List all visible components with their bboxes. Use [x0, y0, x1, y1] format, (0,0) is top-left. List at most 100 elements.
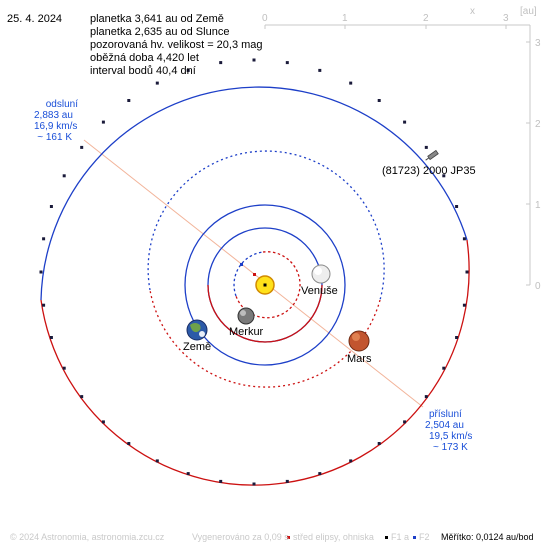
asteroid-position-tick — [403, 120, 407, 124]
y-tick-label-3: 3 — [535, 38, 541, 49]
asteroid-position-tick — [285, 479, 289, 483]
perihelion-distance: 2,504 au — [425, 420, 464, 431]
asteroid-position-tick — [442, 174, 446, 178]
asteroid-position-tick — [219, 61, 223, 65]
perihelion-title: přísluní — [429, 409, 462, 420]
asteroid-position-tick — [49, 336, 53, 339]
asteroid-position-tick — [377, 99, 381, 102]
asteroid-position-tick — [349, 459, 353, 463]
info-point-interval: interval bodů 40,4 dní — [90, 65, 196, 77]
asteroid-position-tick — [186, 68, 190, 72]
planet-orbits — [147, 150, 385, 388]
footer-legend-f2: F2 — [419, 532, 430, 542]
sun — [255, 275, 275, 295]
asteroid-position-tick — [101, 420, 105, 424]
asteroid-position-tick — [424, 395, 428, 399]
mars-label: Mars — [347, 353, 372, 365]
perihelion-temp: ~ 173 K — [433, 442, 468, 453]
asteroid-orbit — [40, 86, 470, 486]
mars-orbit-south — [149, 289, 381, 388]
earth-label: Země — [183, 341, 212, 353]
earth-land — [190, 323, 201, 333]
earth-cloud — [199, 331, 205, 337]
mercury-orbit-near — [233, 251, 264, 297]
ellipse-center-marker — [253, 273, 256, 276]
asteroid-orbit-north — [40, 86, 468, 301]
venus-body — [311, 264, 331, 284]
aphelion-distance: 2,883 au — [34, 110, 73, 121]
asteroid-orbit-south — [40, 239, 470, 486]
date-label: 25. 4. 2024 — [7, 13, 63, 25]
info-magnitude: pozorovaná hv. velikost = 20,3 mag — [90, 39, 263, 51]
footer-copyright: © 2024 Astronomia, astronomia.zcu.cz — [10, 532, 165, 542]
asteroid-position-tick — [80, 395, 84, 399]
mercury-highlight — [240, 310, 246, 316]
legend-f2-dot — [413, 536, 416, 539]
asteroid-position-tick — [101, 120, 105, 124]
asteroid-position-tick — [455, 336, 459, 339]
venus-highlight — [314, 267, 322, 275]
mars-body — [348, 330, 370, 352]
asteroid-position-tick — [462, 237, 466, 241]
asteroid-position-tick — [285, 61, 289, 65]
axes — [264, 24, 531, 286]
planet-earth — [186, 319, 208, 341]
asteroid-trail — [425, 157, 430, 161]
info-distance-earth: planetka 3,641 au od Země — [90, 13, 224, 25]
aphelion-title: odsluní — [45, 99, 78, 110]
mercury-label: Merkur — [229, 326, 264, 338]
asteroid-position-tick — [155, 459, 159, 463]
footer-legend-markers — [287, 536, 416, 539]
x-tick-label-0: 0 — [262, 13, 268, 24]
x-tick-label-1: 1 — [342, 13, 348, 24]
x-tick-label-2: 2 — [423, 13, 429, 24]
y-tick-label-0: 0 — [535, 281, 541, 292]
asteroid-position-tick — [42, 237, 46, 241]
axis-labels: 0 1 2 3 x [au] 3 2 1 0 — [262, 6, 541, 292]
asteroid-position-tick — [442, 366, 446, 370]
asteroid-position-tick — [42, 303, 46, 307]
earth-orbit — [184, 204, 346, 366]
asteroid-position-tick — [155, 81, 159, 85]
focus-f2-marker — [240, 263, 243, 266]
sun-center-marker — [263, 283, 267, 287]
footer-legend-f1: F1 a — [391, 532, 410, 542]
asteroid-position-tick — [424, 145, 428, 149]
footer-legend-center: střed elipsy, ohniska — [293, 532, 374, 542]
asteroid-position-tick — [349, 81, 353, 85]
legend-f1-dot — [385, 536, 388, 539]
mars-highlight — [352, 333, 360, 341]
asteroid-marker — [425, 149, 439, 161]
planet-mercury — [237, 307, 255, 325]
asteroid-position-tick — [127, 442, 131, 445]
asteroid-position-tick — [318, 68, 322, 72]
mars-orbit-north — [147, 150, 385, 301]
asteroid-position-tick — [377, 442, 381, 445]
mercury-body — [237, 307, 255, 325]
planet-venus — [311, 264, 331, 284]
asteroid-name: (81723) 2000 JP35 — [382, 165, 476, 177]
legend-center-dot — [287, 536, 290, 539]
asteroid-position-tick — [80, 145, 84, 149]
aphelion-temp: ~ 161 K — [37, 132, 72, 143]
asteroid-position-tick — [252, 482, 256, 486]
perihelion-speed: 19,5 km/s — [429, 431, 473, 442]
asteroid-position-tick — [318, 472, 322, 476]
asteroid-position-tick — [62, 366, 66, 370]
footer-generated: Vygenerováno za 0,09 s — [192, 532, 289, 542]
asteroid-position-tick — [219, 479, 223, 483]
asteroid-position-tick — [39, 270, 43, 274]
x-tick-label-3: 3 — [503, 13, 509, 24]
venus-orbit-south — [207, 284, 323, 343]
aphelion-label: odsluní 2,883 au 16,9 km/s ~ 161 K — [20, 99, 78, 143]
perihelion-label: přísluní 2,504 au 19,5 km/s ~ 173 K — [425, 409, 472, 453]
footer-scale: Měřítko: 0,0124 au/bod — [441, 532, 534, 542]
asteroid-position-tick — [462, 303, 466, 307]
asteroid-position-tick — [252, 58, 256, 62]
asteroid-position-ticks — [39, 58, 469, 486]
info-period: oběžná doba 4,420 let — [90, 52, 199, 64]
asteroid-position-tick — [455, 205, 459, 208]
asteroid-position-tick — [49, 205, 53, 208]
